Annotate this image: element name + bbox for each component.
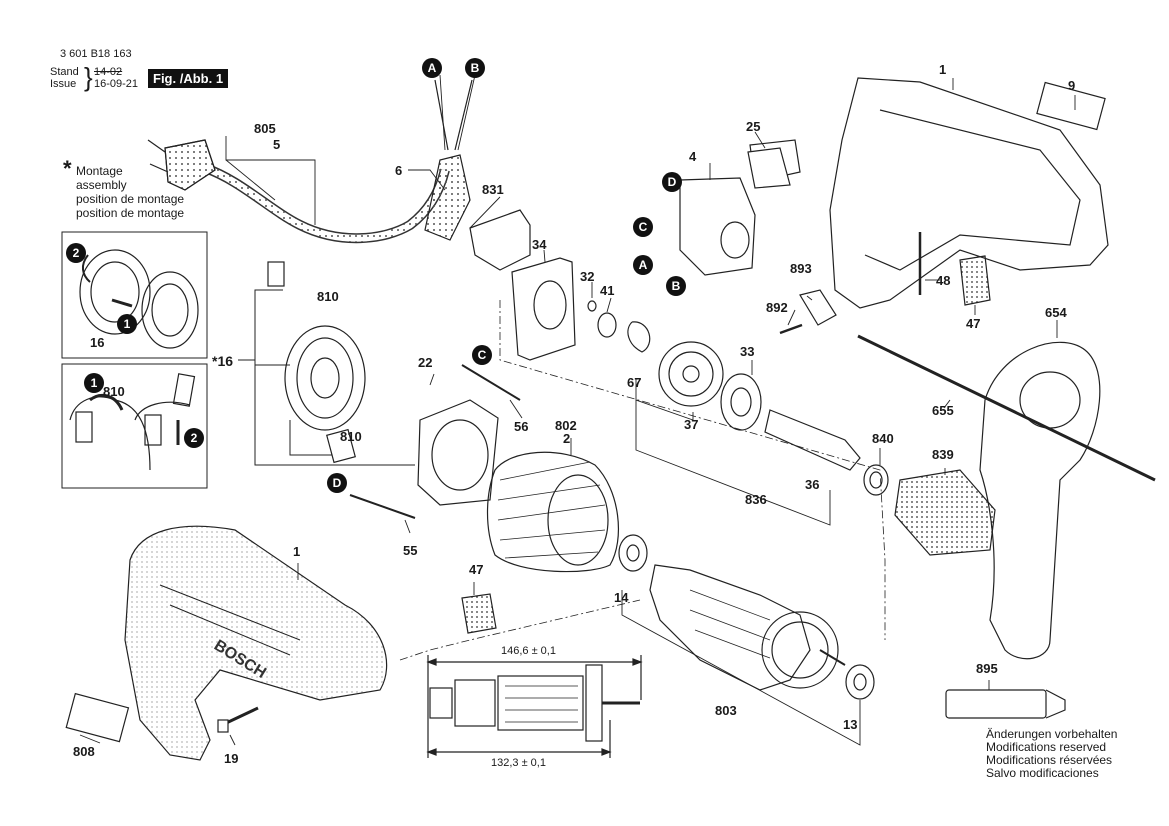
footer-line-4: Salvo modificaciones [986,766,1099,780]
brush-holder-plate [267,261,366,464]
callout-A-switch: A [633,255,653,275]
callout-B-switch: B [666,276,686,296]
part-41: 41 [600,283,615,298]
part-831: 831 [482,182,504,197]
part-840: 840 [872,431,894,446]
callout-C-switch: C [633,217,653,237]
drill-chuck [894,469,996,556]
part-2: 2 [563,431,571,446]
legend-line-4: position de montage [76,206,185,220]
housing-half-top [829,77,1109,309]
part-808: 808 [73,744,95,759]
callout-C-wire: C [472,345,492,365]
electronics-module [469,209,576,361]
part-36: 36 [805,477,820,492]
dimension-overall-length: 146,6 ± 0,1 [501,645,556,657]
part-805: 805 [254,121,276,136]
part-655: 655 [932,403,954,418]
part-48: 48 [936,273,951,288]
housing-half-bottom [65,525,388,761]
part-9: 9 [1068,78,1076,93]
spindle [764,409,861,471]
part-810-c: 810 [340,429,362,444]
footer-line-3: Modifications réservées [986,753,1113,767]
legend-line-2: assembly [76,178,127,192]
part-56: 56 [514,419,529,434]
part-16: 16 [90,335,105,350]
part-1-top: 1 [939,62,947,77]
part-14: 14 [614,590,629,605]
inset-box-lower [61,363,208,489]
part-13: 13 [843,717,858,732]
callout-A-cord: A [422,58,442,78]
part-802: 802 [555,418,577,433]
legend-line-1: Montage [76,164,123,178]
issue-label: Issue [50,78,77,90]
motor-end-frame [417,399,499,506]
inset-lower-drawing [69,373,196,471]
inset-upper-drawing [79,249,199,349]
part-22: 22 [418,355,433,370]
issue-value: 16-09-21 [94,78,139,90]
footer-line-2: Modifications reserved [986,740,1107,754]
legend-line-3: position de montage [76,192,185,206]
part-47-bottom: 47 [469,562,484,577]
asterisk-inline: * [212,353,218,369]
armature [649,564,846,691]
part-32: 32 [580,269,595,284]
stand-label: Stand [50,66,79,78]
armature-dimension-view [426,655,643,758]
callout-D-wire: D [327,473,347,493]
part-4: 4 [689,149,697,164]
document-number: 3 601 B18 163 [60,48,132,60]
part-47-top: 47 [966,316,981,331]
asterisk-mark: * [63,156,72,181]
callout-1-lower: 1 [84,373,104,393]
part-6: 6 [395,163,403,178]
part-810-b: 810 [103,384,125,399]
part-654: 654 [1045,305,1067,320]
part-893: 893 [790,261,812,276]
dimension-core-length: 132,3 ± 0,1 [491,757,546,769]
part-33: 33 [740,344,755,359]
part-5: 5 [273,137,281,152]
callout-2-lower: 2 [184,428,204,448]
callout-2-upper: 2 [66,243,86,263]
part-37: 37 [684,417,699,432]
callout-B-cord: B [465,58,485,78]
part-67: 67 [627,375,642,390]
callout-D-switch: D [662,172,682,192]
footer-line-1: Änderungen vorbehalten [986,727,1118,741]
part-803: 803 [715,703,737,718]
part-16-star: *16 [212,354,233,368]
part-892: 892 [766,300,788,315]
part-19: 19 [224,751,239,766]
part-1-bottom: 1 [293,544,301,559]
inset-box-upper [61,231,208,359]
stator [486,451,620,573]
power-cord [147,79,473,244]
stand-value: 14-02 [94,66,123,78]
side-handle [857,334,1156,660]
callout-1-upper: 1 [117,314,137,334]
figure-label: Fig. /Abb. 1 [148,69,229,88]
assembly-axis [399,300,886,661]
part-895: 895 [976,661,998,676]
part-25: 25 [746,119,761,134]
part-34: 34 [532,237,547,252]
part-836: 836 [745,492,767,507]
brace: } [84,62,93,92]
wire-terminals [349,364,521,519]
part-16-star-number: 16 [217,353,234,369]
part-810-a: 810 [317,289,339,304]
leader-lines [79,74,1076,746]
part-55: 55 [403,543,418,558]
part-839: 839 [932,447,954,462]
